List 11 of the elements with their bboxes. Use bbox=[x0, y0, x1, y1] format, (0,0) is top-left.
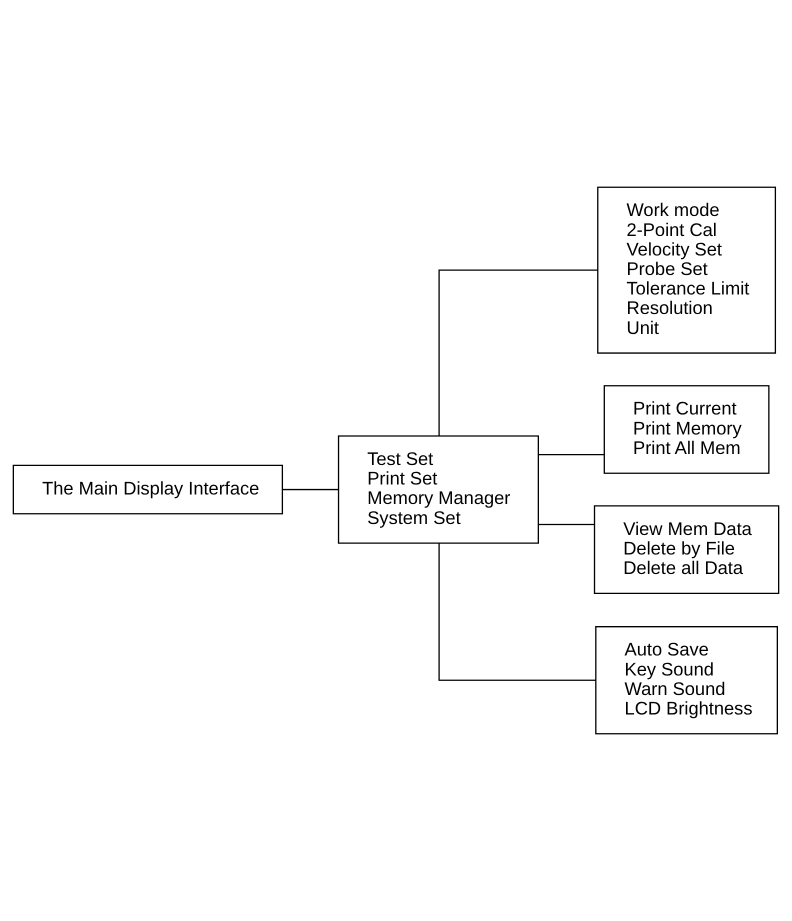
node-box: Print Current Print Memory Print All Mem bbox=[604, 385, 770, 474]
node-box: Auto Save Key Sound Warn Sound LCD Brightness bbox=[595, 626, 778, 734]
connector bbox=[538, 524, 594, 526]
node-box: The Main Display Interface bbox=[12, 464, 284, 514]
connector bbox=[282, 488, 339, 490]
node-box: View Mem Data Delete by File Delete all Data bbox=[594, 505, 780, 594]
connector bbox=[438, 270, 598, 436]
connector bbox=[538, 454, 604, 456]
connector bbox=[438, 543, 596, 681]
node-box: Work mode 2-Point Cal Velocity Set Probe Set Tolerance Limit Resolution Unit bbox=[597, 186, 776, 354]
node-box: Test Set Print Set Memory Manager System Set bbox=[338, 435, 539, 544]
